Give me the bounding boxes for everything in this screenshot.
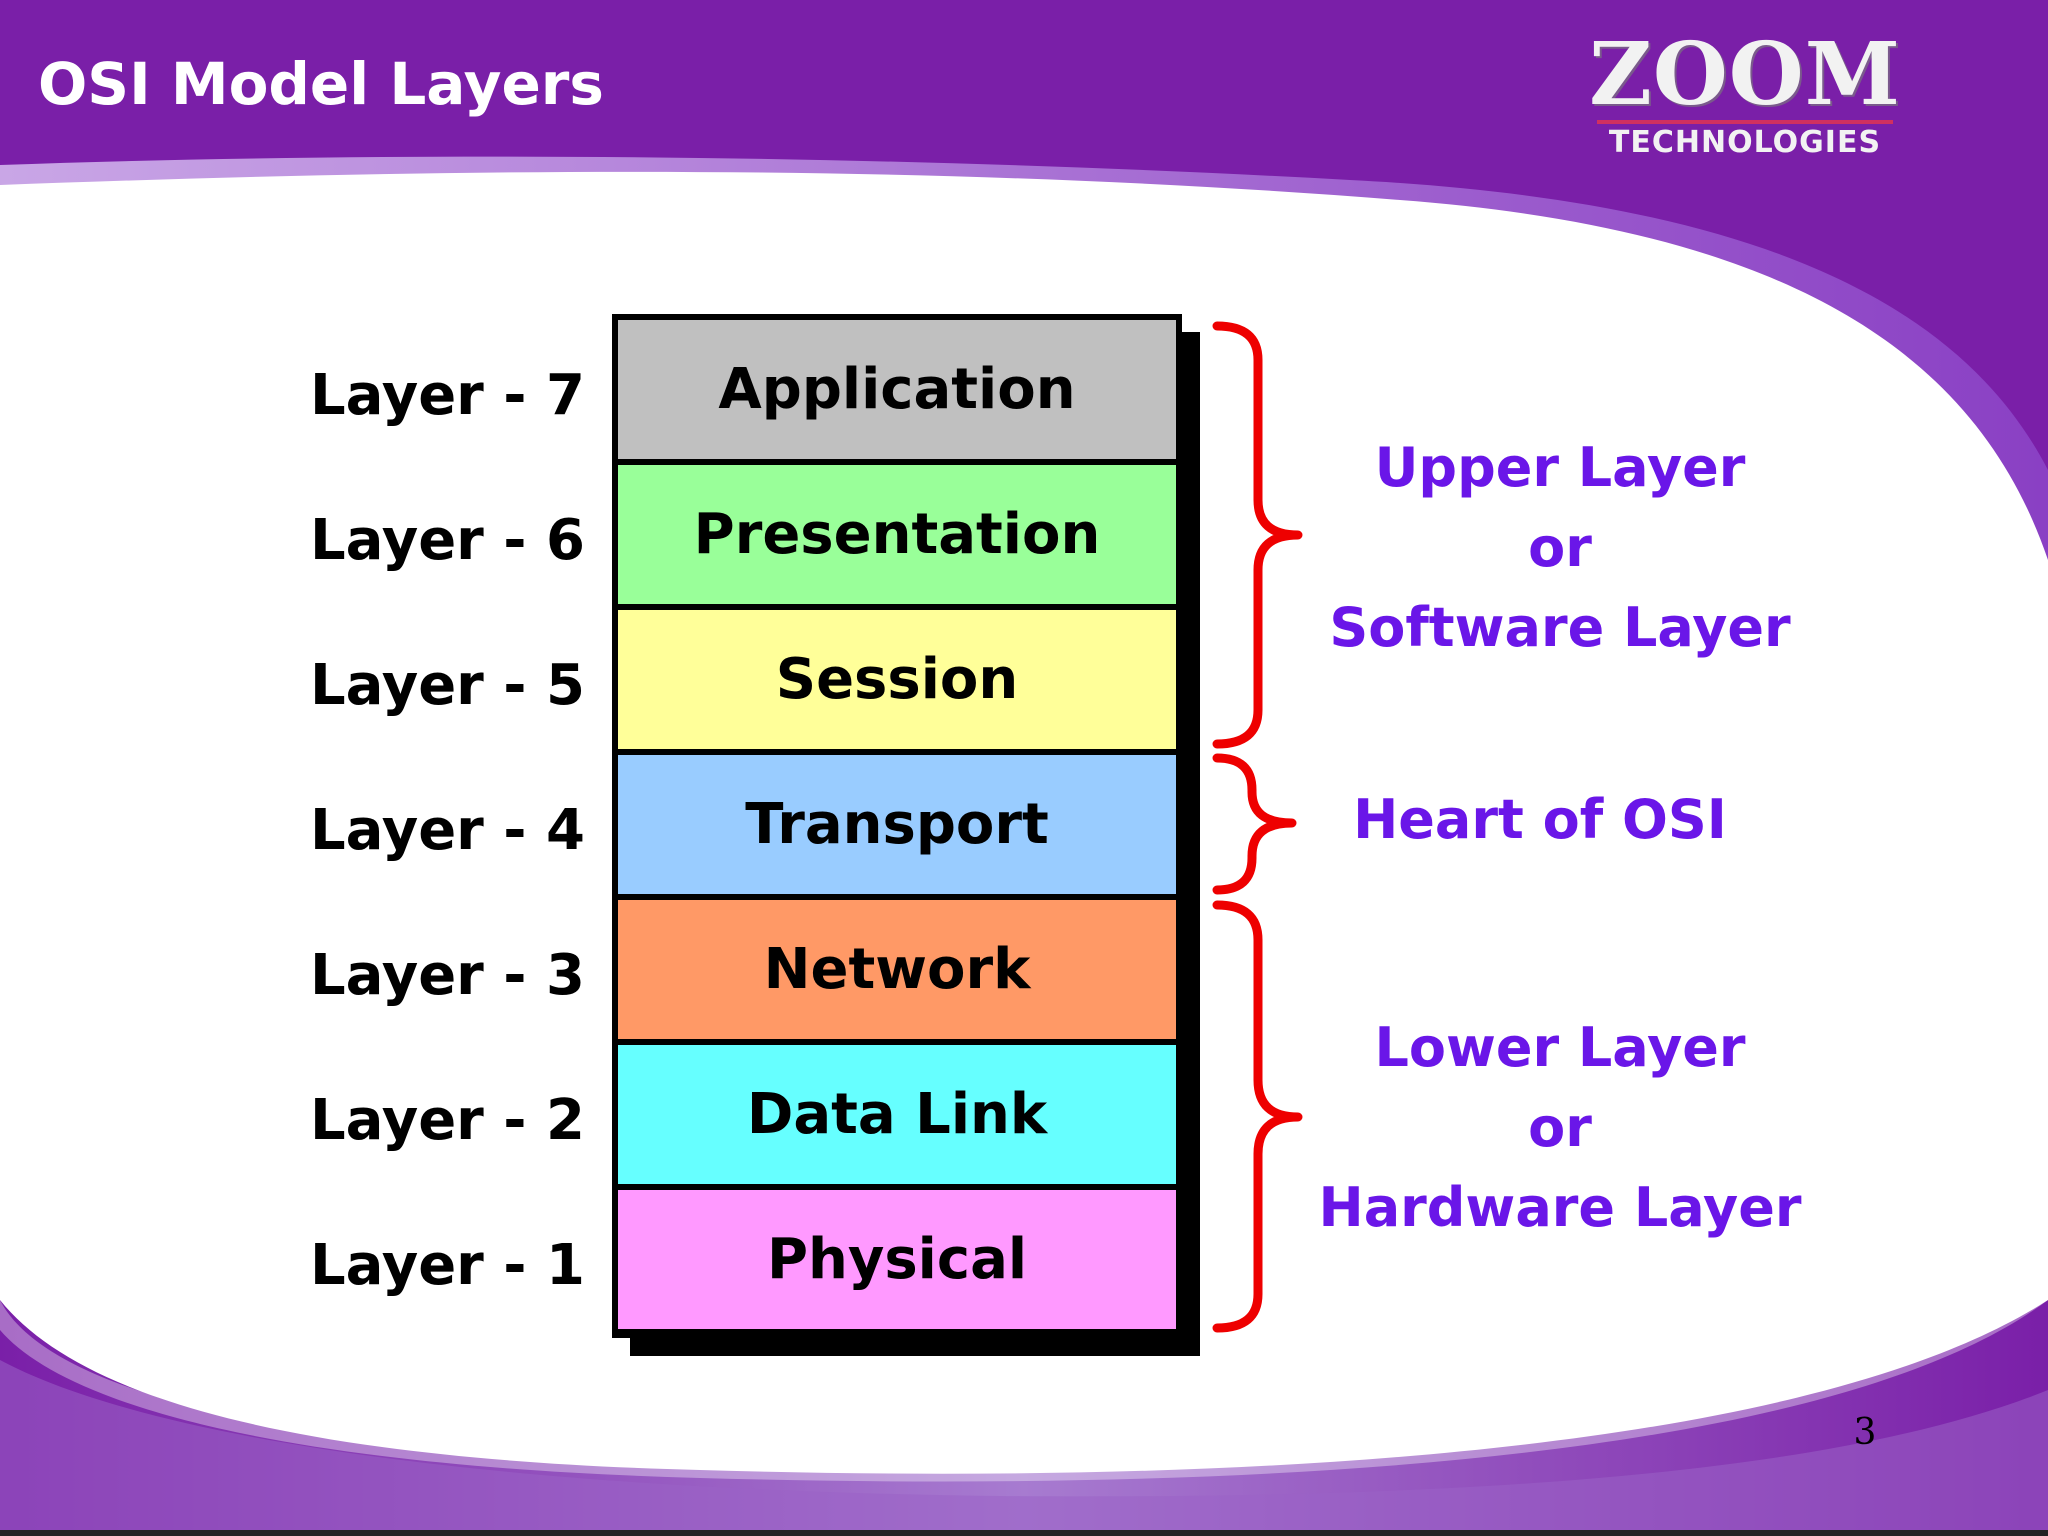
lower-group-brace xyxy=(1212,900,1303,1333)
layer-1-label: Layer - 1 xyxy=(309,1233,585,1298)
upper-group-line-1: Upper Layer xyxy=(1374,436,1746,499)
lower-group-line-3: Hardware Layer xyxy=(1318,1176,1802,1239)
layer-4-box: Transport xyxy=(618,755,1176,894)
heart-group-brace xyxy=(1212,753,1297,895)
logo-rule xyxy=(1597,120,1893,124)
heart-group-label: Heart of OSI xyxy=(1280,780,1800,860)
layer-6-box: Presentation xyxy=(618,465,1176,604)
layer-7-box: Application xyxy=(618,320,1176,459)
layer-4-label: Layer - 4 xyxy=(309,798,585,863)
layer-3-label: Layer - 3 xyxy=(309,943,585,1008)
layer-2-box: Data Link xyxy=(618,1045,1176,1184)
lower-group-line-1: Lower Layer xyxy=(1374,1016,1746,1079)
logo-tagline: TECHNOLOGIES xyxy=(1608,125,1882,160)
layer-2-label: Layer - 2 xyxy=(309,1088,585,1153)
upper-group-brace xyxy=(1212,321,1303,749)
logo-wordmark: ZOOM xyxy=(1589,24,1901,125)
layer-6-label: Layer - 6 xyxy=(309,508,585,573)
company-logo: ZOOM TECHNOLOGIES xyxy=(1585,24,1905,160)
slide-title: OSI Model Layers xyxy=(38,50,604,118)
upper-group-line-3: Software Layer xyxy=(1329,596,1791,659)
layer-3-box: Network xyxy=(618,900,1176,1039)
heart-group-line-1: Heart of OSI xyxy=(1353,788,1727,851)
layer-1-box: Physical xyxy=(618,1190,1176,1329)
layer-7-label: Layer - 7 xyxy=(309,363,585,428)
layer-5-box: Session xyxy=(618,610,1176,749)
lower-group-line-2: or xyxy=(1528,1096,1592,1159)
layer-stack: Application Presentation Session Transpo… xyxy=(612,314,1182,1338)
upper-group-line-2: or xyxy=(1528,516,1592,579)
layer-5-label: Layer - 5 xyxy=(309,653,585,718)
lower-group-label: Lower Layer or Hardware Layer xyxy=(1300,1008,1820,1248)
page-number: 3 xyxy=(1853,1412,1877,1453)
upper-group-label: Upper Layer or Software Layer xyxy=(1300,428,1820,668)
